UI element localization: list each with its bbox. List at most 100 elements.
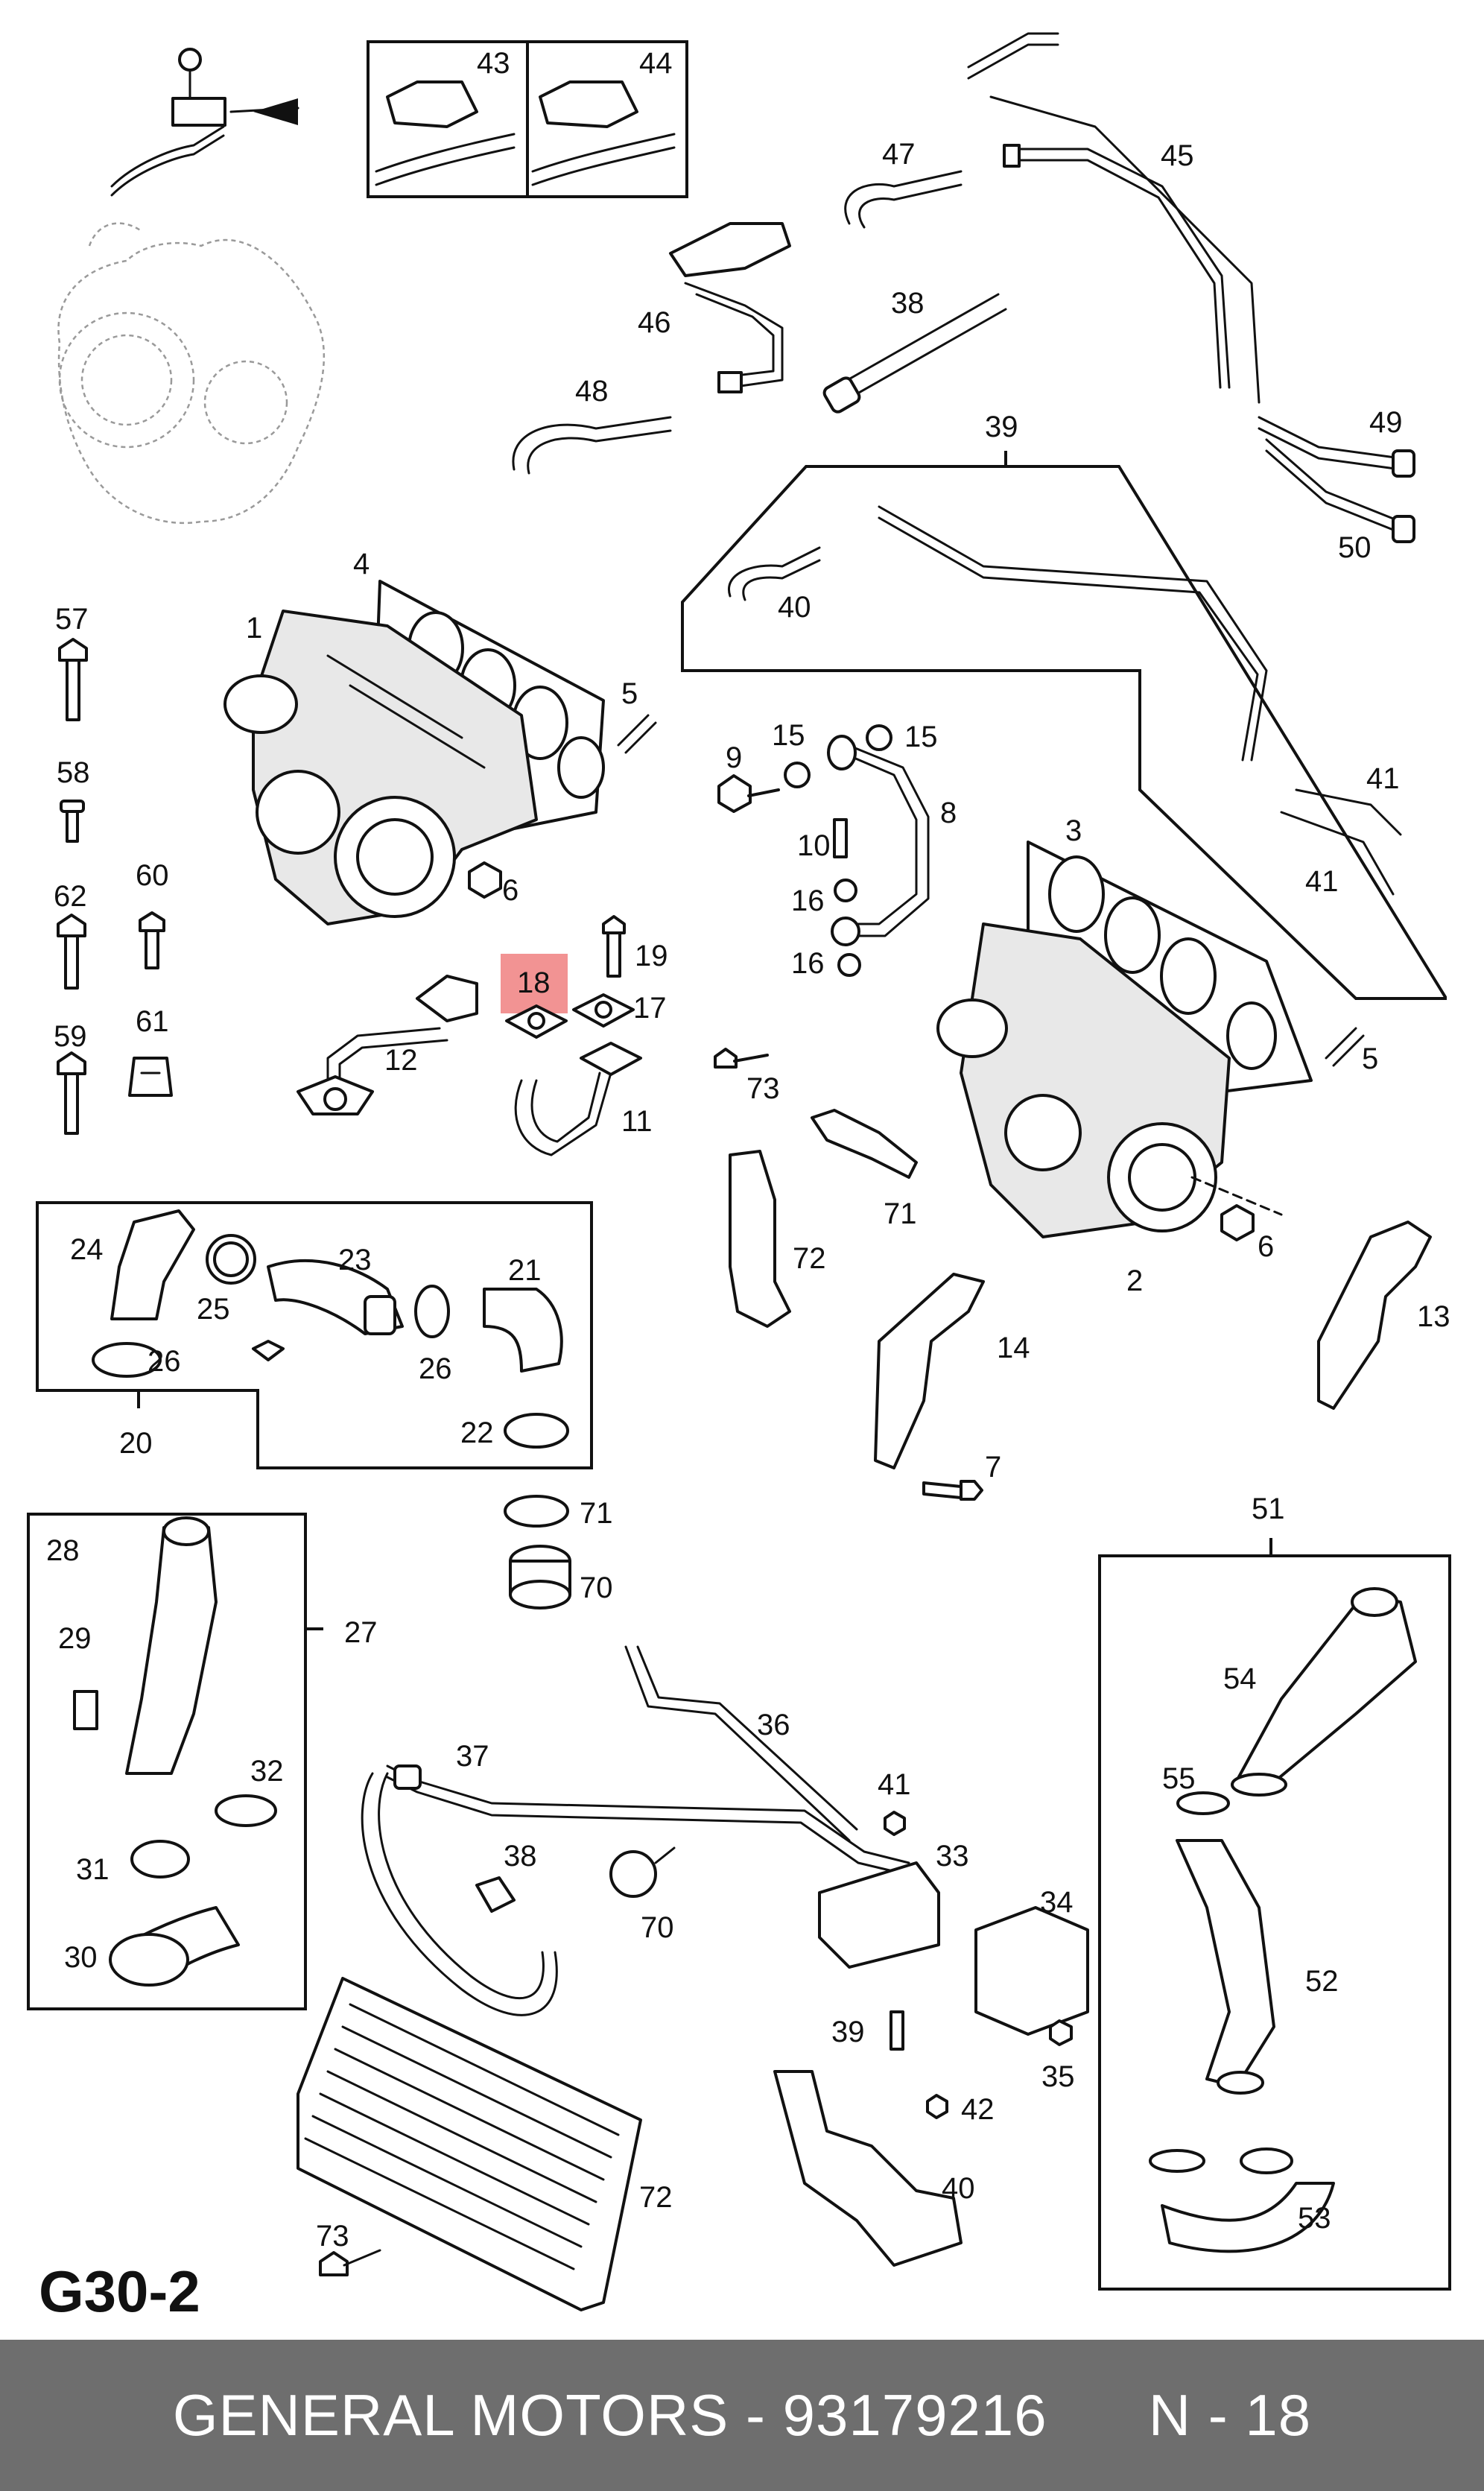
bolt-10	[833, 818, 848, 858]
bracket-13	[1317, 1221, 1432, 1410]
callout-57: 53	[1298, 2202, 1331, 2235]
stud-39	[890, 2010, 904, 2051]
bolt-63	[139, 911, 165, 969]
pipe-50	[669, 222, 791, 393]
oil-return-hose-11	[514, 1042, 642, 1156]
callout-4: 4	[353, 548, 370, 580]
callout-31: 31	[76, 1853, 110, 1886]
callout-25: 25	[197, 1293, 230, 1326]
exploded-parts-diagram: 43 44 45 47 38 46 48 39 49 50 40 41 41 4…	[27, 32, 1451, 2324]
o-ring-67	[504, 1495, 569, 1528]
callout-8: 8	[940, 797, 957, 829]
part-18-highlight	[501, 954, 568, 1013]
callout-20: 20	[119, 1427, 153, 1460]
callout-35: 35	[1041, 2060, 1075, 2093]
washer-16-b	[837, 953, 861, 977]
clip-64	[128, 1057, 173, 1097]
bolt-61	[60, 800, 85, 843]
callout-6-lower: 6	[1258, 1230, 1274, 1263]
callout-50: 46	[638, 306, 671, 339]
group-box-55	[1098, 1538, 1451, 2291]
boost-hose-detail-callout	[110, 48, 299, 197]
callout-66: 70	[580, 1571, 613, 1604]
bolt-73	[714, 1048, 769, 1069]
hard-line-49	[967, 32, 1261, 404]
callout-26-b: 26	[419, 1352, 452, 1385]
callout-36: 36	[757, 1709, 790, 1741]
turbo-manifold-assembly-2	[936, 922, 1283, 1238]
stud-5-upper	[617, 714, 657, 754]
footer-text: GENERAL MOTORS - 93179216 N - 18	[172, 2382, 1312, 2448]
callout-63: 60	[136, 859, 169, 892]
hose-36	[624, 1645, 858, 1842]
oil-feed-line-8	[827, 735, 930, 946]
callout-71: 71	[884, 1197, 917, 1230]
stud-5-lower	[1325, 1027, 1365, 1067]
group-box-20	[36, 1201, 593, 1469]
nut-6-upper	[468, 861, 502, 899]
callout-43: 39	[985, 411, 1018, 443]
callout-3: 3	[1065, 814, 1082, 847]
callout-39: 39	[831, 2016, 865, 2048]
hose-51-inner	[858, 183, 963, 229]
callout-46: 41	[1305, 865, 1339, 898]
bolt-65	[57, 914, 86, 990]
nut-6-lower	[1220, 1204, 1255, 1241]
bolt-62	[57, 1051, 86, 1135]
oil-return-pipe-12	[297, 975, 478, 1115]
bracket-14	[874, 1273, 985, 1469]
callout-60: 57	[55, 603, 89, 636]
bracket-72	[729, 1150, 791, 1328]
diagram-code-label: G30-2	[39, 2259, 200, 2324]
callout-1: 1	[246, 612, 262, 645]
callout-45: 41	[1366, 762, 1400, 795]
engine-ghost-outline	[57, 222, 326, 525]
callout-24: 24	[70, 1233, 104, 1266]
nut-35	[1049, 2019, 1073, 2046]
washer-15-a	[784, 762, 811, 788]
washer-15-b	[866, 724, 892, 751]
detail-box-47-48	[367, 40, 688, 198]
callout-44: 40	[778, 591, 811, 624]
callout-38: 38	[504, 1840, 537, 1873]
bolt-60	[58, 638, 88, 721]
callout-67: 71	[580, 1497, 613, 1530]
callout-29: 29	[58, 1622, 92, 1655]
bracket-40	[773, 2070, 963, 2267]
callout-68: 72	[639, 2181, 673, 2214]
callout-12: 12	[384, 1044, 418, 1077]
group-box-43	[681, 451, 1447, 1000]
callout-34: 34	[1040, 1886, 1074, 1919]
callout-16-a: 16	[791, 884, 825, 917]
callout-62: 59	[54, 1020, 87, 1053]
callout-33: 33	[936, 1840, 969, 1873]
callout-69: 73	[316, 2220, 349, 2253]
callout-23: 23	[338, 1244, 372, 1276]
footer-bar: GENERAL MOTORS - 93179216 N - 18	[0, 2340, 1484, 2491]
callout-64: 61	[136, 1005, 169, 1038]
bolt-7	[922, 1480, 983, 1501]
callout-5-lower: 5	[1362, 1042, 1378, 1075]
callout-65: 62	[54, 880, 87, 913]
callout-72: 72	[793, 1242, 826, 1275]
callout-58: 54	[1223, 1662, 1257, 1695]
hose-37	[361, 1764, 910, 2016]
callout-42: 38	[891, 287, 925, 320]
callout-7: 7	[985, 1451, 1001, 1484]
callout-5-upper: 5	[621, 677, 638, 710]
callout-27: 27	[344, 1616, 378, 1649]
manifold-gasket-3	[1027, 841, 1313, 1097]
callout-52: 48	[575, 375, 609, 408]
callout-59: 55	[1162, 1762, 1196, 1795]
tube-42	[822, 293, 1007, 414]
callout-61: 58	[57, 756, 90, 789]
callout-41-upper: 41	[878, 1768, 911, 1801]
callout-37: 37	[456, 1740, 489, 1773]
clamp-70	[609, 1846, 676, 1898]
callout-54: 50	[1338, 531, 1372, 564]
callout-17: 17	[633, 992, 667, 1025]
callout-30: 30	[64, 1941, 98, 1974]
hose-52	[512, 416, 672, 471]
callout-32: 32	[250, 1755, 284, 1788]
callout-18: 18	[517, 966, 551, 999]
